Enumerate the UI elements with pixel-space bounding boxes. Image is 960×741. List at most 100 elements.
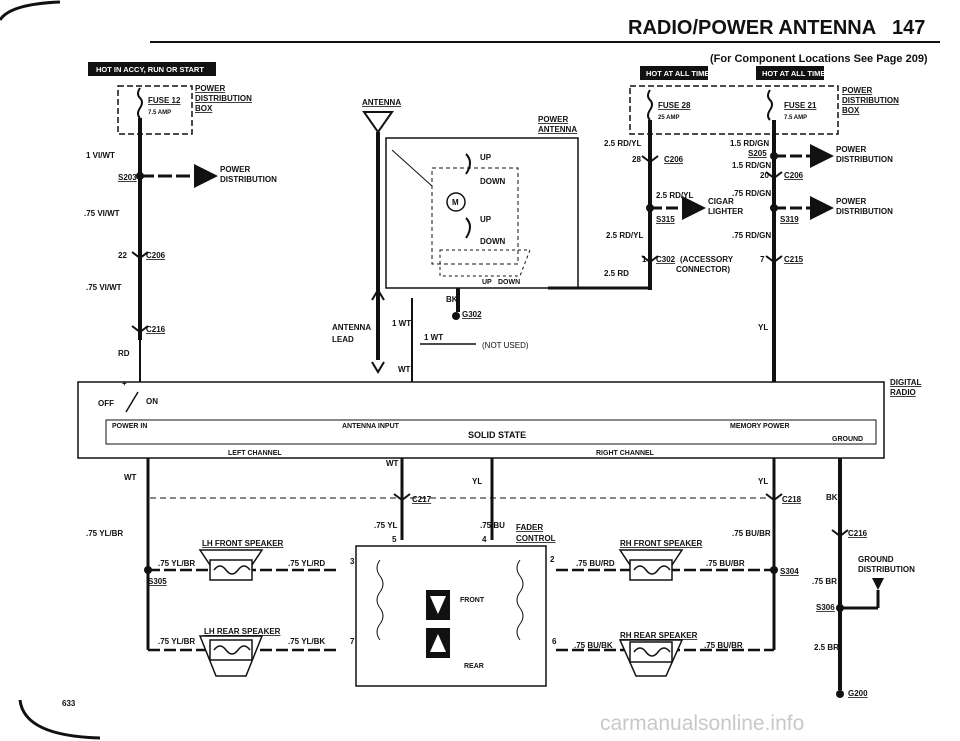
- page-corner: [0, 0, 61, 21]
- fader-bu-label: .75 BU: [480, 521, 505, 530]
- right-pd1-line1: POWER: [836, 145, 866, 154]
- speaker-wt-mid: WT: [386, 459, 399, 468]
- hot-bar-right: [756, 66, 824, 80]
- mid-w2: 2.5 RD/YL: [656, 191, 693, 200]
- fader-bu-pin: 4: [482, 535, 487, 544]
- g302-ground-icon: [452, 312, 460, 320]
- memory-power-label: MEMORY POWER: [730, 423, 790, 430]
- c215-label: C215: [784, 255, 804, 264]
- mid-w3: 2.5 RD/YL: [606, 231, 643, 240]
- fuse-21-icon: [767, 89, 773, 121]
- c218-label: C218: [782, 495, 802, 504]
- power-antenna-box: [385, 137, 579, 289]
- rf-pin: 2: [550, 555, 555, 564]
- rf-w-out: .75 BU/BR: [706, 559, 745, 568]
- c302-connector-icon: [641, 255, 659, 264]
- motor-icon: [446, 192, 466, 212]
- rh-rear-speaker-coil: [629, 641, 673, 663]
- left-wire1-label: 1 VI/WT: [86, 151, 115, 160]
- right-c206-icon: [765, 171, 783, 180]
- antenna-cable-diag: [391, 149, 433, 187]
- lh-rear-speaker-coil: [209, 639, 253, 661]
- right-w3: .75 RD/GN: [732, 189, 771, 198]
- speaker-yl-mid: YL: [472, 477, 482, 486]
- right-pd2-line1: POWER: [836, 197, 866, 206]
- fader-title-line1: FADER: [516, 523, 543, 532]
- watermark: carmanualsonline.info: [600, 712, 804, 735]
- fader-yl-pin: 5: [392, 535, 397, 544]
- lf-wire-label: .75 YL/BR: [86, 529, 123, 538]
- c206-left-label: C206: [146, 251, 166, 260]
- fuse-28-label: FUSE 28: [658, 101, 691, 110]
- c217-connector-icon: [393, 493, 411, 502]
- antenna-down2-label: DOWN: [480, 237, 506, 246]
- ground-c216-icon: [831, 529, 849, 538]
- hot-bar-left-label: HOT IN ACCY, RUN OR START: [96, 65, 204, 74]
- motor-m-label: M: [452, 198, 459, 207]
- hot-bar-mid: [640, 66, 708, 80]
- page-subtitle: (For Component Locations See Page 209): [710, 53, 928, 65]
- s319-label: S319: [780, 215, 799, 224]
- ground-c216-label: C216: [848, 529, 868, 538]
- c215-connector-icon: [765, 255, 783, 264]
- radio-on: ON: [146, 397, 158, 406]
- fader-title-line2: CONTROL: [516, 534, 556, 543]
- lr-pin: 7: [350, 637, 355, 646]
- hot-bar-right-label: HOT AT ALL TIMES: [762, 69, 830, 78]
- ground-w2: 2.5 BR: [814, 643, 839, 652]
- radio-plus: +: [122, 379, 127, 388]
- power-antenna-line1: POWER: [538, 115, 568, 124]
- not-used-label: (NOT USED): [482, 341, 529, 350]
- solid-state-box: [105, 419, 877, 445]
- c218-connector-icon: [765, 493, 783, 502]
- right-c206: C206: [784, 171, 804, 180]
- s205-label: S205: [748, 149, 767, 158]
- up-down-relay: [439, 249, 531, 277]
- mid-c206-icon: [641, 155, 659, 164]
- s315-label: S315: [656, 215, 675, 224]
- rf-w-in: .75 BU/RD: [576, 559, 615, 568]
- digital-radio-box: [77, 381, 885, 459]
- fuse-box-left: [117, 85, 193, 135]
- fuse-12-icon: [137, 87, 143, 119]
- right-w2: 1.5 RD/GN: [732, 161, 771, 170]
- antenna-lead-arrow-up: [371, 288, 385, 301]
- lr-w-out: .75 YL/BK: [288, 637, 325, 646]
- pdb-left-line1: POWER: [195, 84, 225, 93]
- fuse-21-amp: 7.5 AMP: [784, 115, 807, 121]
- antenna-up-label: UP: [480, 153, 492, 162]
- ground-dist-line2: DISTRIBUTION: [858, 565, 915, 574]
- fader-control-box: [355, 545, 547, 687]
- rh-rear-coil-icon: [633, 647, 671, 657]
- pdb-left-line3: BOX: [195, 104, 213, 113]
- lf-pin: 3: [350, 557, 355, 566]
- rr-w-out: .75 BU/BR: [704, 641, 743, 650]
- fader-resistor-right: [516, 559, 524, 641]
- lh-front-coil-icon: [213, 565, 251, 575]
- pdb-right-line2: DISTRIBUTION: [842, 96, 899, 105]
- antenna-bk-label: BK: [446, 295, 458, 304]
- rh-front-speaker-title: RH FRONT SPEAKER: [620, 539, 702, 548]
- antenna-input-label: ANTENNA INPUT: [342, 423, 400, 430]
- s305-label: S305: [148, 577, 167, 586]
- left-channel-label: LEFT CHANNEL: [228, 450, 282, 457]
- radio-label-line1: DIGITAL: [890, 378, 922, 387]
- page-corner-bottom: [18, 699, 101, 740]
- s304-label: S304: [780, 567, 799, 576]
- page-number: 147: [892, 17, 925, 39]
- rear-arrow-icon: [430, 634, 446, 652]
- mid-w4: 2.5 RD: [604, 269, 629, 278]
- power-in-label: POWER IN: [112, 423, 147, 430]
- fuse-21-label: FUSE 21: [784, 101, 817, 110]
- pdb-left-line2: DISTRIBUTION: [195, 94, 252, 103]
- antenna-lead-arrow-down: [371, 361, 385, 374]
- antenna-down-label: DOWN: [480, 177, 506, 186]
- fuse-28-icon: [647, 89, 653, 121]
- s306-label: S306: [816, 603, 835, 612]
- lh-rear-coil-icon: [213, 645, 251, 655]
- radio-ground-label: GROUND: [832, 436, 863, 443]
- fuse-28-amp: 25 AMP: [658, 115, 679, 121]
- rh-rear-speaker-title: RH REAR SPEAKER: [620, 631, 698, 640]
- antenna-icon: [362, 111, 394, 134]
- s203-label: S203: [118, 173, 137, 182]
